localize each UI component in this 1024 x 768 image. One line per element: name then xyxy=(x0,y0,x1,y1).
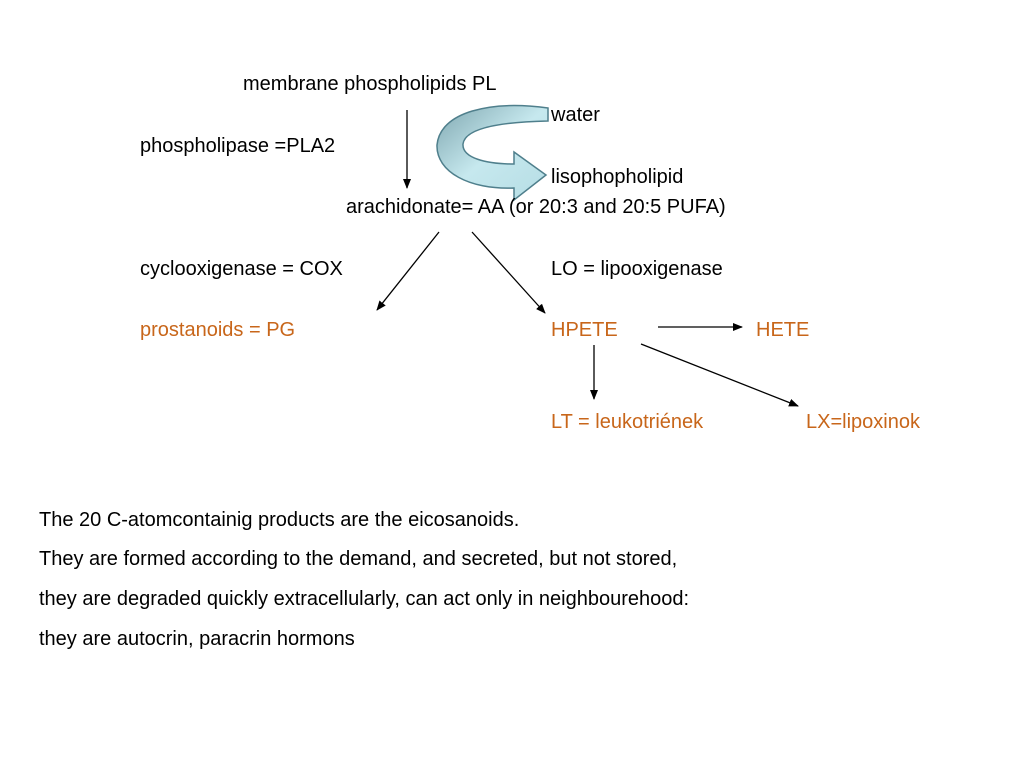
node-hpete: HPETE xyxy=(551,319,618,341)
node-water: water xyxy=(551,104,600,126)
arrow-aa-to-hpete xyxy=(471,231,546,314)
node-lipooxigenase: LO = lipooxigenase xyxy=(551,258,723,280)
text-line-formed: They are formed according to the demand,… xyxy=(39,548,678,570)
node-membrane-phospholipids: membrane phospholipids PL xyxy=(243,73,497,95)
arrow-hpete-to-lx xyxy=(640,343,799,407)
node-hete: HETE xyxy=(756,319,810,341)
node-arachidonate: arachidonate= AA (or 20:3 and 20:5 PUFA) xyxy=(346,196,726,218)
node-prostanoids: prostanoids = PG xyxy=(140,319,296,341)
text-line-eicosanoids: The 20 C-atomcontainig products are the … xyxy=(39,509,520,531)
node-leukotrienes: LT = leukotriének xyxy=(551,411,704,433)
node-cyclooxigenase: cyclooxigenase = COX xyxy=(140,258,343,280)
text-line-hormons: they are autocrin, paracrin hormons xyxy=(39,628,355,650)
text-line-degraded: they are degraded quickly extracellularl… xyxy=(39,588,690,610)
curved-block-arrow xyxy=(436,104,549,202)
arrow-aa-to-pg xyxy=(376,231,440,311)
node-lisophopholipid: lisophopholipid xyxy=(551,166,684,188)
node-phospholipase: phospholipase =PLA2 xyxy=(140,135,336,157)
node-lipoxins: LX=lipoxinok xyxy=(806,411,920,433)
